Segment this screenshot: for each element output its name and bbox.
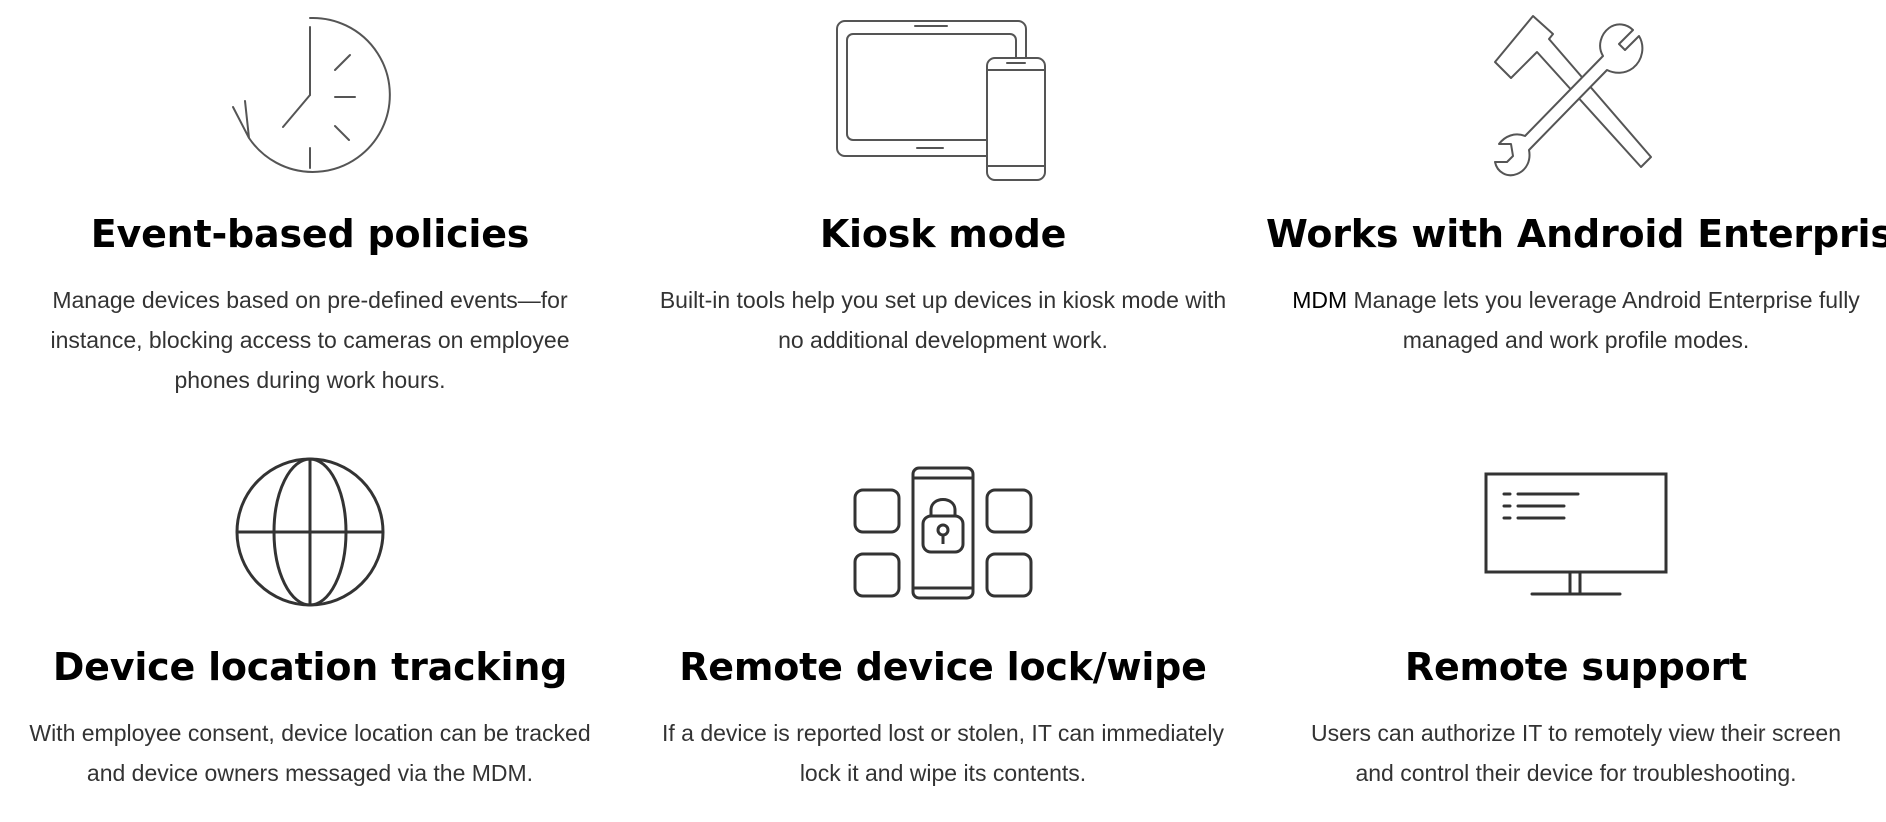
monitor-icon	[1484, 472, 1668, 596]
feature-title: Kiosk mode	[819, 212, 1067, 256]
feature-remote-support: Remote support Users can authorize IT to…	[1266, 420, 1886, 820]
feature-title: Remote support	[1404, 645, 1748, 689]
feature-remote-lock-wipe: Remote device lock/wipe If a device is r…	[633, 420, 1253, 820]
clock-history-icon-wrap	[0, 12, 620, 178]
hammer-wrench-icon	[1494, 15, 1652, 177]
phone-lock-icon-wrap	[633, 466, 1253, 600]
feature-title: Remote device lock/wipe	[679, 645, 1207, 689]
feature-description: With employee consent, device location c…	[29, 720, 591, 786]
tablet-phone-icon	[836, 20, 1046, 181]
feature-description: Users can authorize IT to remotely view …	[1310, 720, 1842, 786]
globe-icon	[235, 457, 385, 607]
feature-device-location-tracking: Device location tracking With employee c…	[0, 420, 620, 820]
feature-kiosk-mode: Kiosk mode Built-in tools help you set u…	[633, 0, 1253, 400]
feature-description: Built-in tools help you set up devices i…	[659, 287, 1227, 353]
tablet-phone-icon-wrap	[633, 18, 1253, 182]
feature-description-text: Manage lets you leverage Android Enterpr…	[1347, 287, 1860, 353]
monitor-icon-wrap	[1266, 472, 1886, 598]
clock-history-icon	[232, 16, 391, 173]
globe-icon-wrap	[0, 456, 620, 608]
feature-android-enterprise: Works with Android Enterprise MDM Manage…	[1266, 0, 1886, 400]
feature-title: Works with Android Enterprise	[1266, 212, 1886, 256]
feature-description: MDM Manage lets you leverage Android Ent…	[1291, 280, 1861, 360]
feature-title: Event-based policies	[90, 212, 530, 256]
feature-description: Manage devices based on pre-defined even…	[50, 287, 570, 393]
brand-name: MDM	[1292, 287, 1348, 313]
phone-lock-icon	[853, 466, 1033, 600]
feature-title: Device location tracking	[52, 645, 568, 689]
feature-event-based-policies: Event-based policies Manage devices base…	[0, 0, 620, 400]
hammer-wrench-icon-wrap	[1266, 12, 1886, 178]
feature-description: If a device is reported lost or stolen, …	[661, 720, 1225, 786]
